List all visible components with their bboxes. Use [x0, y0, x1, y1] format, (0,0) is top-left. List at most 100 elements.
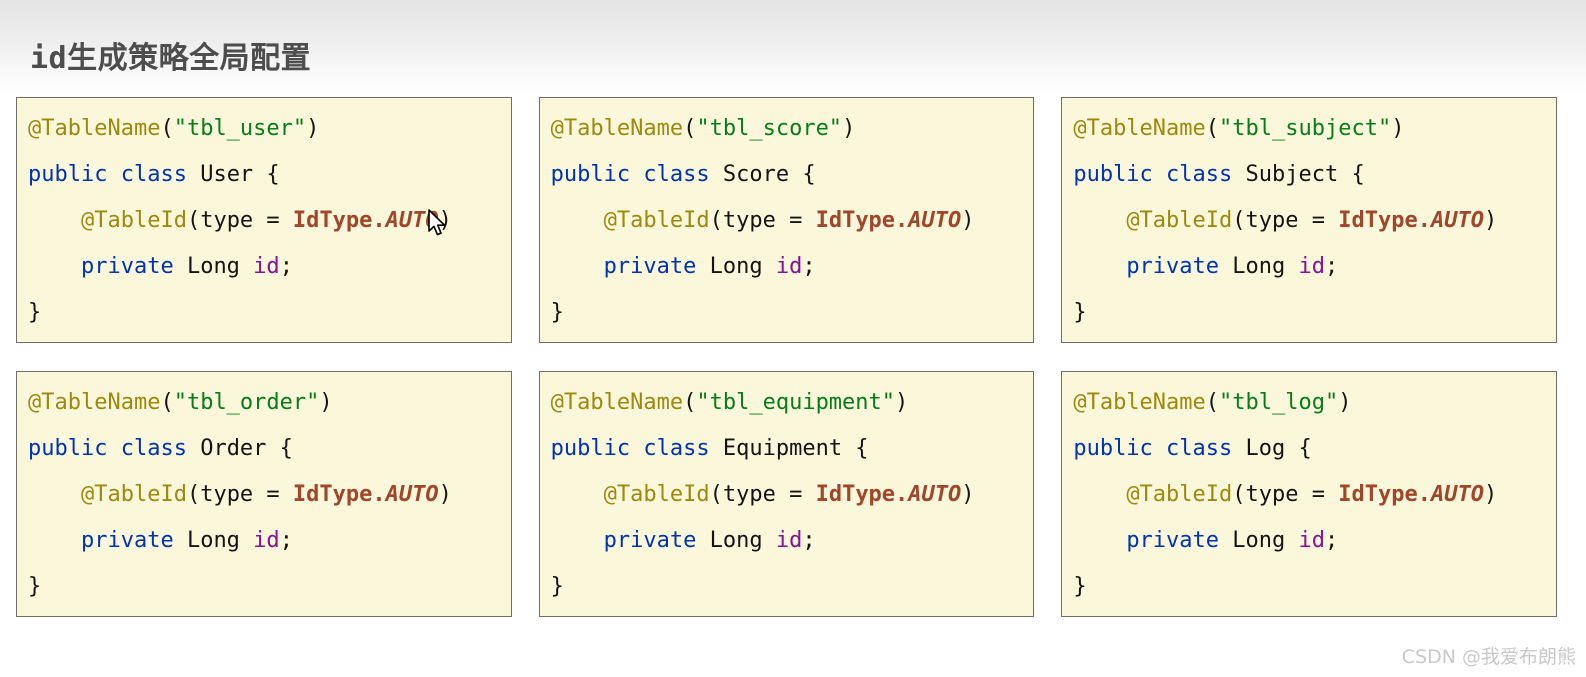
idtype-token: IdType. [1338, 482, 1431, 507]
code-line-closebrace: } [1073, 290, 1548, 336]
code-line-closebrace: } [1073, 564, 1548, 610]
code-line-classdecl: public class Log { [1073, 426, 1548, 472]
class-name: Score { [709, 162, 816, 187]
class-name: Log { [1232, 436, 1312, 461]
annotation-token: @TableName [1073, 390, 1206, 415]
paren-token: ) [961, 208, 975, 233]
auto-constant-token: AUTO [908, 482, 962, 507]
auto-constant-token: AUTO [385, 208, 439, 233]
paren-token: ) [306, 116, 320, 141]
paren-token: ( [683, 116, 697, 141]
code-cards-grid: @TableName("tbl_user") public class User… [16, 97, 1557, 617]
field-token: id [253, 528, 280, 553]
type-token: Long [173, 254, 254, 279]
paren-token: ) [895, 390, 909, 415]
keyword-token: public class [1073, 436, 1233, 461]
field-token: id [775, 254, 803, 279]
code-line-classdecl: public class Equipment { [551, 426, 1026, 472]
paren-token: ) [1391, 116, 1405, 141]
indent [28, 528, 81, 553]
indent [28, 254, 81, 279]
code-line-tablename: @TableName("tbl_subject") [1073, 106, 1548, 152]
param-token: (type = [1232, 208, 1339, 233]
code-line-tableid: @TableId(type = IdType.AUTO) [551, 472, 1026, 518]
type-token: Long [173, 528, 254, 553]
code-line-tableid: @TableId(type = IdType.AUTO) [28, 472, 503, 518]
code-card-order: @TableName("tbl_order") public class Ord… [16, 371, 512, 617]
annotation-token: @TableId [80, 208, 187, 233]
field-token: id [253, 254, 280, 279]
paren-token: ) [1338, 390, 1352, 415]
idtype-token: IdType. [1338, 208, 1431, 233]
keyword-token: public class [550, 436, 710, 461]
type-token: Long [696, 528, 776, 553]
code-line-field: private Long id; [551, 244, 1026, 290]
page-title: id生成策略全局配置 [30, 41, 312, 77]
param-token: (type = [709, 208, 816, 233]
semicolon-token: ; [279, 528, 293, 553]
code-card-subject: @TableName("tbl_subject") public class S… [1061, 97, 1557, 343]
paren-token: ( [683, 390, 697, 415]
code-line-field: private Long id; [1073, 518, 1548, 564]
table-name-string: "tbl_log" [1219, 390, 1339, 415]
class-name: User { [186, 162, 280, 187]
indent [1073, 254, 1126, 279]
auto-constant-token: AUTO [1430, 208, 1484, 233]
class-name: Equipment { [709, 436, 869, 461]
annotation-token: @TableName [28, 390, 161, 415]
keyword-token: private [1126, 254, 1220, 279]
paren-token: ( [160, 390, 174, 415]
type-token: Long [1219, 528, 1299, 553]
annotation-token: @TableName [1073, 116, 1206, 141]
semicolon-token: ; [279, 254, 293, 279]
code-line-classdecl: public class User { [28, 152, 503, 198]
idtype-token: IdType. [292, 482, 386, 507]
paren-token: ( [160, 116, 174, 141]
semicolon-token: ; [802, 254, 816, 279]
idtype-token: IdType. [815, 208, 909, 233]
param-token: (type = [1232, 482, 1339, 507]
code-line-field: private Long id; [28, 518, 503, 564]
code-line-tableid: @TableId(type = IdType.AUTO) [551, 198, 1026, 244]
annotation-token: @TableId [1126, 208, 1233, 233]
code-line-closebrace: } [551, 564, 1026, 610]
code-line-tablename: @TableName("tbl_score") [551, 106, 1026, 152]
code-card-score: @TableName("tbl_score") public class Sco… [538, 97, 1035, 343]
code-line-field: private Long id; [28, 244, 503, 290]
indent [551, 254, 604, 279]
code-card-log: @TableName("tbl_log") public class Log {… [1061, 371, 1557, 617]
indent [1073, 208, 1126, 233]
auto-constant-token: AUTO [908, 208, 962, 233]
brace-token: } [1073, 300, 1087, 325]
param-token: (type = [186, 208, 293, 233]
annotation-token: @TableName [28, 116, 161, 141]
type-token: Long [1219, 254, 1299, 279]
annotation-token: @TableName [550, 390, 684, 415]
auto-constant-token: AUTO [385, 482, 439, 507]
paren-token: ( [1205, 390, 1220, 415]
param-token: (type = [186, 482, 293, 507]
paren-token: ) [438, 482, 452, 507]
code-line-tablename: @TableName("tbl_user") [28, 106, 503, 152]
code-card-equipment: @TableName("tbl_equipment") public class… [538, 371, 1035, 617]
table-name-string: "tbl_order" [173, 390, 320, 415]
annotation-token: @TableId [603, 482, 710, 507]
type-token: Long [696, 254, 776, 279]
code-line-classdecl: public class Subject { [1073, 152, 1548, 198]
annotation-token: @TableId [80, 482, 187, 507]
field-token: id [775, 528, 803, 553]
keyword-token: private [1126, 528, 1220, 553]
field-token: id [1298, 528, 1326, 553]
paren-token: ) [1483, 208, 1498, 233]
keyword-token: public class [550, 162, 710, 187]
code-line-field: private Long id; [551, 518, 1026, 564]
brace-token: } [550, 574, 564, 599]
code-line-closebrace: } [28, 564, 503, 610]
code-line-tablename: @TableName("tbl_equipment") [551, 380, 1026, 426]
semicolon-token: ; [1325, 254, 1339, 279]
code-line-tableid: @TableId(type = IdType.AUTO) [1073, 472, 1548, 518]
keyword-token: private [603, 528, 697, 553]
table-name-string: "tbl_equipment" [696, 390, 896, 415]
keyword-token: public class [28, 162, 187, 187]
code-line-classdecl: public class Score { [551, 152, 1026, 198]
